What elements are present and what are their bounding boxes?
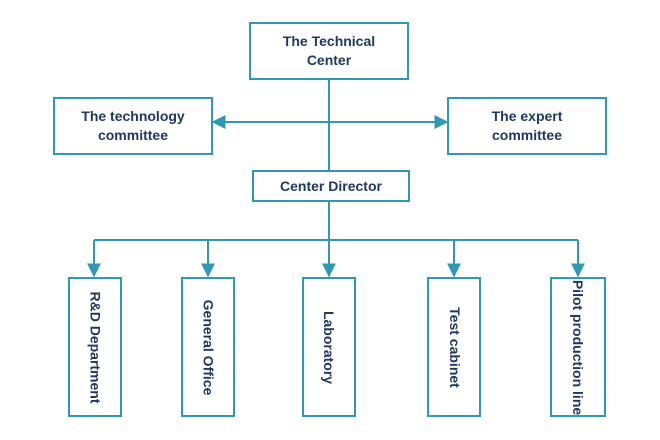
test-cabinet-box: Test cabinet (427, 277, 481, 417)
laboratory-box: Laboratory (302, 277, 356, 417)
center-director-box: Center Director (252, 170, 410, 202)
technology-committee-label: The technology committee (81, 108, 185, 143)
general-office-label: General Office (200, 299, 217, 395)
center-director-label: Center Director (280, 177, 382, 194)
laboratory-label: Laboratory (321, 310, 338, 384)
pilot-production-line-box: Pilot production line (550, 277, 606, 417)
test-cabinet-label: Test cabinet (446, 306, 463, 388)
rd-department-box: R&D Department (68, 277, 122, 417)
general-office-box: General Office (181, 277, 235, 417)
rd-department-label: R&D Department (87, 290, 104, 404)
pilot-production-line-label: Pilot production line (570, 279, 587, 415)
technology-committee-box: The technology committee (53, 97, 213, 155)
technical-center-box: The Technical Center (249, 22, 409, 80)
expert-committee-box: The expert committee (447, 97, 607, 155)
technical-center-label: The Technical Center (282, 33, 376, 68)
expert-committee-label: The expert committee (491, 108, 563, 143)
